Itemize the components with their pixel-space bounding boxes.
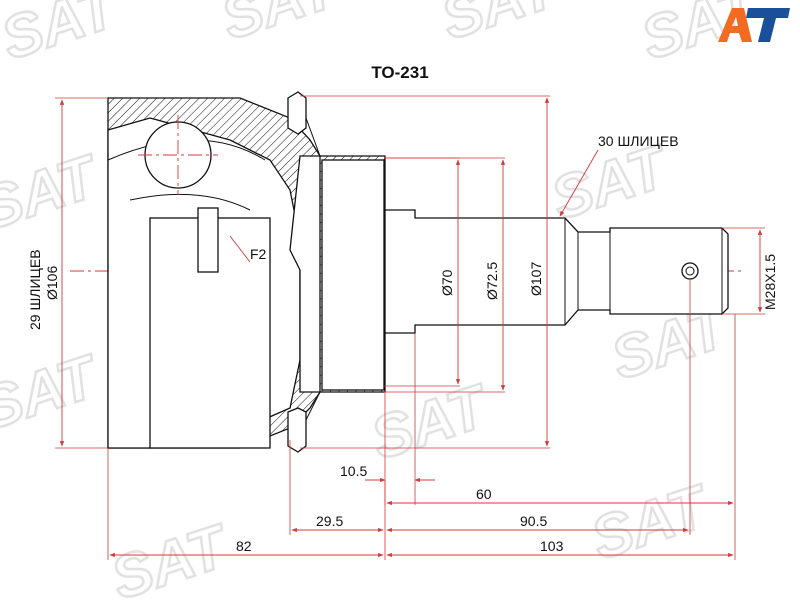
- spline-bore: [197, 207, 219, 273]
- label-29-5: 29.5: [316, 513, 343, 529]
- label-90-5: 90.5: [520, 513, 547, 529]
- diameter-dimensions: [59, 97, 763, 447]
- length-dimensions: [109, 477, 734, 558]
- label-d107: Ø107: [528, 262, 544, 296]
- label-inner-splines: 29 ШЛИЦЕВ: [27, 249, 43, 330]
- label-d106: Ø106: [44, 266, 60, 300]
- label-d70: Ø70: [439, 269, 455, 296]
- leader-outer-splines: [559, 149, 599, 217]
- seal-ring-top: [287, 91, 307, 135]
- label-82: 82: [236, 538, 252, 554]
- watermark-text: SAT: [213, 0, 348, 52]
- ball: [138, 115, 218, 195]
- shaft-outline: [384, 209, 729, 334]
- leader-f2: [229, 235, 251, 263]
- stem-base: [321, 159, 385, 391]
- stub-shaft: [384, 209, 729, 334]
- label-f2: F2: [250, 246, 267, 262]
- extension-lines: [55, 95, 765, 560]
- label-103: 103: [540, 538, 564, 554]
- brand-logo: [718, 8, 790, 42]
- part-number-title: TO-231: [371, 63, 428, 82]
- watermark-text: SAT: [0, 142, 108, 243]
- watermark-text: SAT: [433, 0, 568, 52]
- label-d72-5: Ø72.5: [484, 262, 500, 300]
- watermark-text: SAT: [583, 472, 718, 573]
- label-60: 60: [476, 486, 492, 502]
- logo-letter-t: [746, 8, 790, 42]
- watermark-text: SAT: [103, 512, 238, 600]
- logo-letter-a: [718, 8, 752, 42]
- label-outer-splines: 30 ШЛИЦЕВ: [598, 133, 679, 149]
- cotter-pin-hole: [681, 262, 699, 280]
- label-thread: M28X1.5: [762, 254, 778, 310]
- label-10-5: 10.5: [340, 463, 367, 479]
- seal-ring-bottom: [287, 407, 307, 453]
- watermark-text: SAT: [0, 342, 108, 443]
- watermark-text: SAT: [0, 0, 128, 72]
